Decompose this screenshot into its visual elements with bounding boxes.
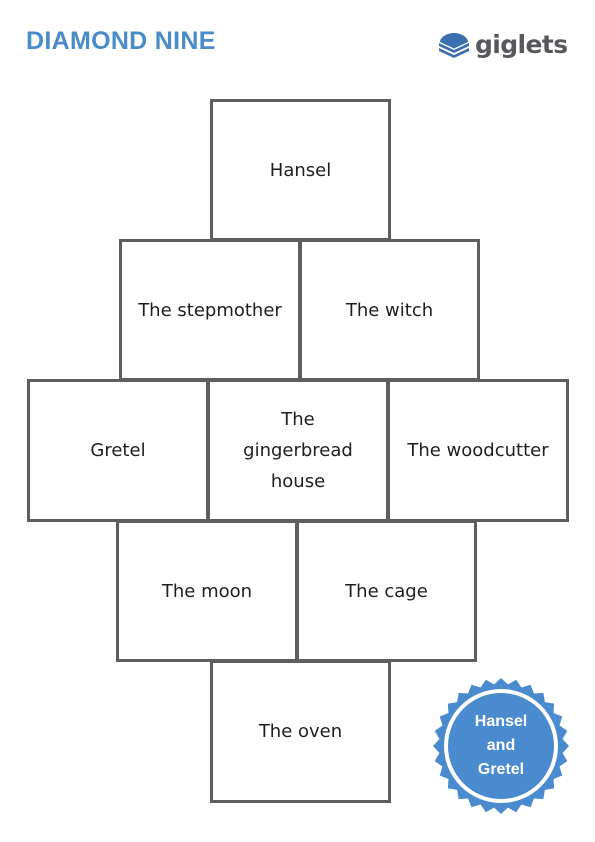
card-label: The moon: [161, 580, 253, 602]
badge-text-wrap: Hansel and Gretel: [432, 677, 570, 815]
card-the-stepmother: The stepmother: [119, 239, 301, 381]
stacked-books-icon: [439, 33, 469, 58]
card-the-moon: The moon: [116, 520, 298, 662]
card-the-cage: The cage: [296, 520, 477, 662]
card-the-witch: The witch: [299, 239, 480, 381]
card-label: The woodcutter: [407, 440, 549, 461]
card-label: Hansel: [269, 159, 332, 181]
card-label: The cage: [345, 580, 428, 602]
giglets-logo: giglets: [437, 26, 568, 62]
card-gretel: Gretel: [27, 379, 209, 522]
card-the-woodcutter: The woodcutter: [387, 379, 569, 522]
card-hansel: Hansel: [210, 99, 391, 241]
badge-label: Hansel and Gretel: [474, 713, 528, 778]
card-label: The oven: [258, 721, 343, 742]
page-title: DIAMOND NINE: [26, 27, 216, 55]
card-label: Gretel: [90, 440, 146, 461]
card-label: The gingerbread house: [243, 409, 353, 492]
brand-name: giglets: [475, 29, 568, 59]
card-the-gingerbread-house: The gingerbread house: [207, 379, 389, 522]
card-label: The stepmother: [138, 299, 282, 321]
story-badge: [433, 678, 569, 814]
card-the-oven: The oven: [210, 660, 391, 803]
badge-core: [448, 693, 554, 799]
card-label: The witch: [345, 299, 434, 321]
